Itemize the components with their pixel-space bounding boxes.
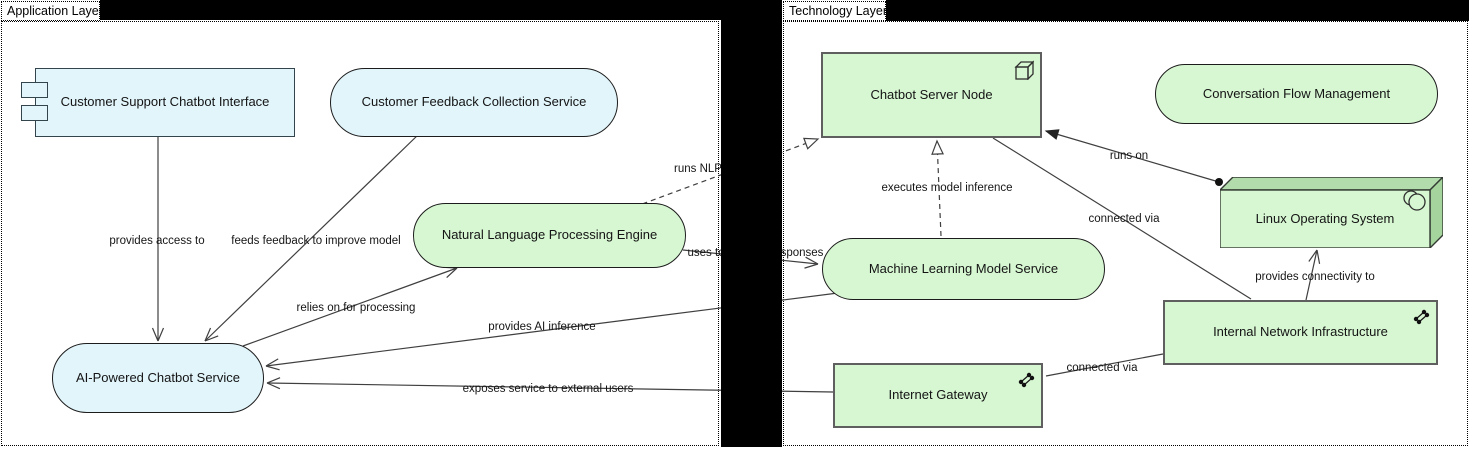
- edge-label[interactable]: sponses: [781, 247, 824, 259]
- system-software-icon: [1403, 190, 1426, 211]
- customer-feedback-collection-service[interactable]: Customer Feedback Collection Service: [330, 68, 618, 137]
- linux-operating-system[interactable]: Linux Operating System: [1220, 177, 1443, 248]
- edge-executes-model-inference[interactable]: executes model inference: [881, 139, 1013, 237]
- edge-label[interactable]: uses to: [687, 247, 724, 259]
- open-arrowhead-icon: [151, 327, 165, 342]
- edge-label[interactable]: runs on: [1110, 150, 1148, 162]
- node-label: Machine Learning Model Service: [868, 260, 1059, 276]
- internet-gateway[interactable]: Internet Gateway: [833, 363, 1043, 428]
- conversation-flow-management[interactable]: Conversation Flow Management: [1155, 64, 1438, 124]
- node-label: Chatbot Server Node: [870, 86, 993, 102]
- edge-label[interactable]: connected via: [1067, 362, 1139, 374]
- network-icon: [1018, 372, 1035, 388]
- hollow-arrowhead-icon: [931, 139, 944, 155]
- edge-label[interactable]: feeds feedback to improve model: [231, 235, 400, 247]
- edge-uses-to-generate-responses[interactable]: uses to sponses: [682, 247, 824, 269]
- node-label: AI-Powered Chatbot Service: [75, 369, 241, 385]
- machine-learning-model-service[interactable]: Machine Learning Model Service: [822, 238, 1105, 300]
- node-label: Natural Language Processing Engine: [441, 227, 658, 243]
- edge-runs-nlp[interactable]: runs NLP: [633, 137, 820, 208]
- black-mask-top-left-bar: [100, 0, 721, 20]
- edge-label[interactable]: provides AI inference: [488, 321, 595, 333]
- edge-label[interactable]: executes model inference: [881, 182, 1012, 194]
- open-arrowhead-icon: [804, 256, 819, 269]
- component-icon: [21, 82, 48, 98]
- internal-network-infrastructure[interactable]: Internal Network Infrastructure: [1163, 300, 1438, 365]
- customer-support-chatbot-interface[interactable]: Customer Support Chatbot Interface: [21, 68, 295, 137]
- ai-powered-chatbot-service[interactable]: AI-Powered Chatbot Service: [52, 343, 264, 413]
- open-arrowhead-icon: [1308, 249, 1321, 264]
- edge-label[interactable]: exposes service to external users: [463, 383, 634, 395]
- edge-relies-on-for-processing[interactable]: relies on for processing: [242, 266, 458, 347]
- application-layer-label: Application Layer: [1, 1, 103, 21]
- edge-provides-access-to[interactable]: provides access to: [109, 137, 205, 342]
- natural-language-processing-engine[interactable]: Natural Language Processing Engine: [413, 203, 686, 268]
- node-label: Linux Operating System: [1255, 210, 1395, 226]
- node-label: Internal Network Infrastructure: [1213, 324, 1388, 340]
- open-arrowhead-icon: [204, 327, 219, 342]
- node-label: Internet Gateway: [888, 387, 988, 403]
- filled-arrowhead-icon: [1044, 129, 1060, 140]
- black-mask-vertical-bar: [721, 0, 782, 447]
- open-arrowhead-icon: [266, 377, 281, 390]
- hollow-arrowhead-icon: [803, 137, 820, 150]
- node-label: Customer Feedback Collection Service: [361, 94, 587, 110]
- black-mask-top-right-bar: [886, 0, 1469, 21]
- chatbot-server-node[interactable]: Chatbot Server Node: [821, 52, 1042, 138]
- node-label: Conversation Flow Management: [1202, 85, 1391, 101]
- assignment-ball-icon: [1215, 178, 1223, 186]
- network-icon: [1413, 309, 1430, 325]
- node-3d-box: [1220, 177, 1443, 248]
- edge-feeds-feedback-to-improve-model[interactable]: feeds feedback to improve model: [204, 132, 421, 342]
- edge-runs-on[interactable]: runs on: [1044, 129, 1223, 186]
- technology-header-divider: [783, 21, 1468, 22]
- node-cube-icon: [1014, 60, 1034, 80]
- edge-label[interactable]: relies on for processing: [297, 302, 416, 314]
- node-label: Customer Support Chatbot Interface: [60, 94, 270, 110]
- edge-label[interactable]: runs NLP: [674, 163, 722, 175]
- open-arrowhead-icon: [265, 358, 280, 371]
- application-header-divider: [1, 21, 719, 22]
- edge-label[interactable]: provides access to: [109, 235, 204, 247]
- component-icon: [21, 105, 48, 121]
- edge-label[interactable]: connected via: [1089, 213, 1161, 225]
- edge-connected-via-server-node[interactable]: connected via: [992, 137, 1252, 300]
- edge-provides-connectivity-to[interactable]: provides connectivity to: [1255, 249, 1375, 301]
- technology-layer-label: Technology Layer: [783, 1, 887, 21]
- edge-connected-via-gateway[interactable]: connected via: [1045, 353, 1164, 377]
- edge-label[interactable]: provides connectivity to: [1255, 271, 1375, 283]
